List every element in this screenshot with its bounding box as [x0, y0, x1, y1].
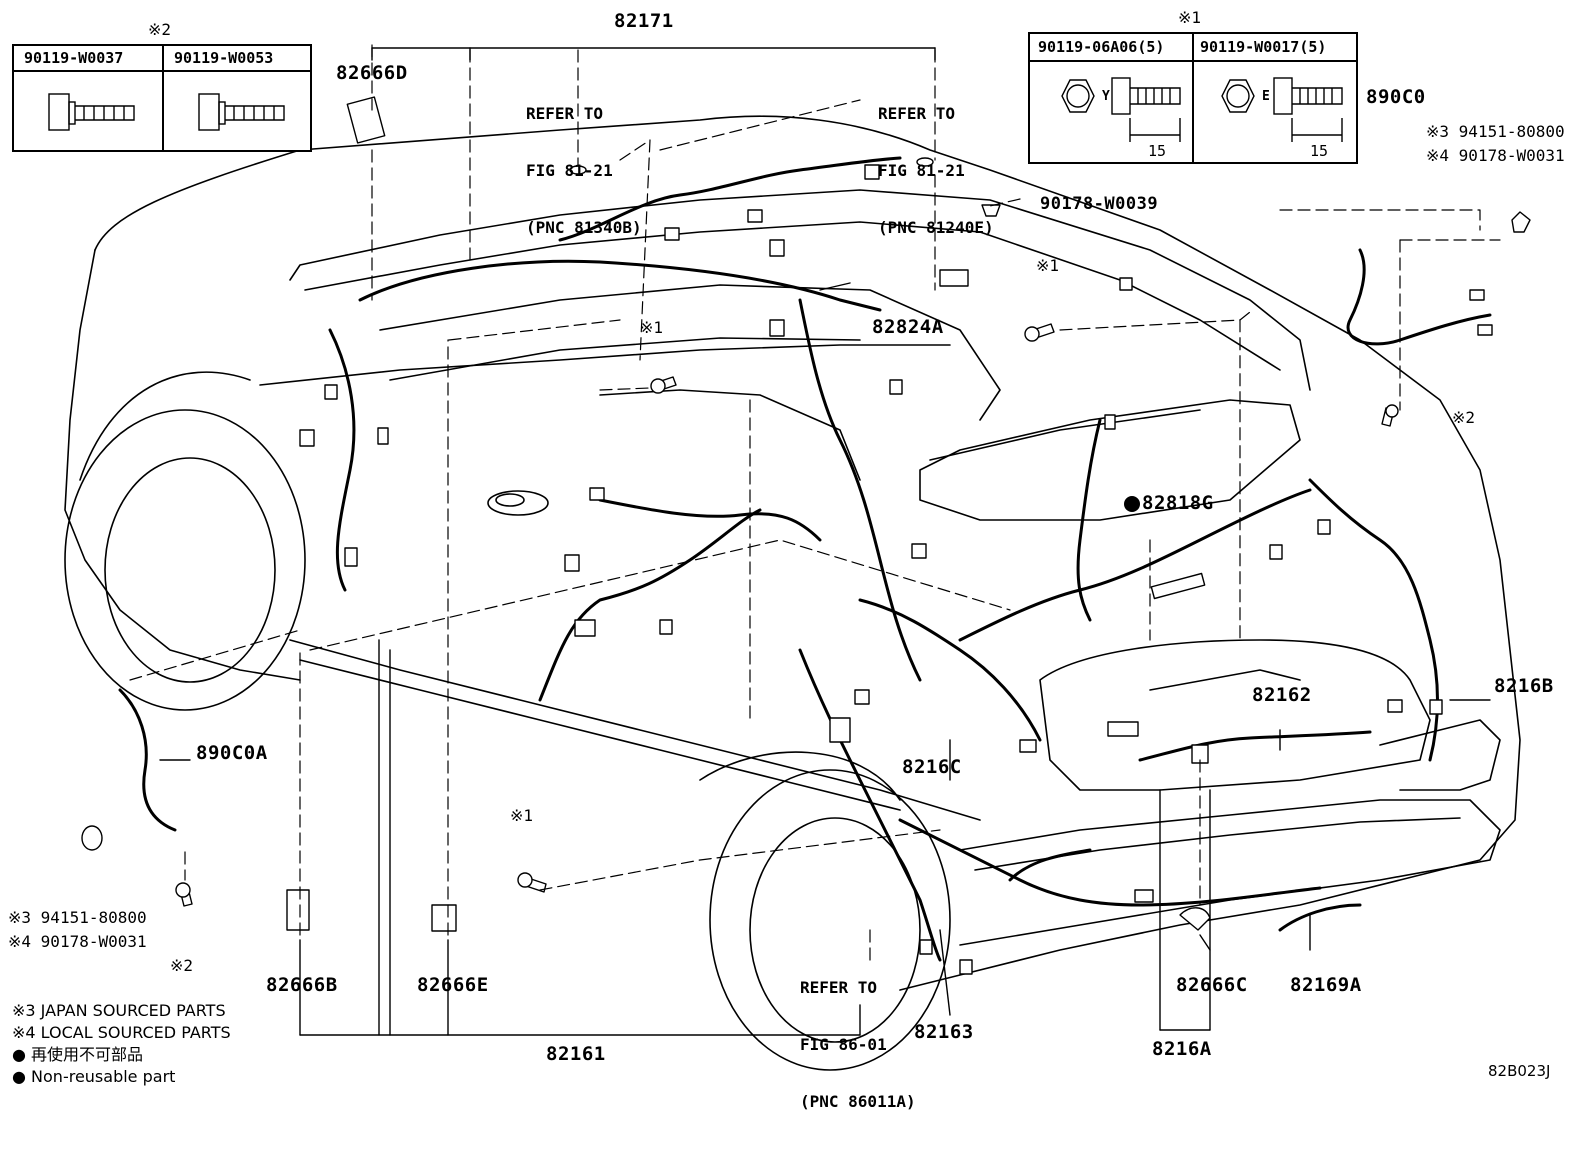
label-82171: 82171	[614, 10, 674, 32]
bolt-right-head-mark-1: Y	[1102, 89, 1110, 104]
legend-local-sourced: ※4 LOCAL SOURCED PARTS	[12, 1023, 231, 1042]
bolt-right-dim-1: 15	[1148, 142, 1167, 160]
label-8216C: 8216C	[902, 756, 962, 778]
legend-non-reusable-jp: ● 再使用不可部品	[12, 1045, 144, 1064]
vehicle-wiring-illustration	[64, 44, 1531, 1071]
bolt-left-part-1: 90119-W0037	[24, 49, 124, 67]
refer-line: REFER TO	[878, 104, 956, 123]
bolt-table-right: 90119-06A06(5) 90119-W0017(5) Y E 15 15	[1028, 32, 1358, 164]
bolt-right-icons	[1061, 77, 1343, 142]
label-82163: 82163	[914, 1021, 974, 1043]
legend-non-reusable-en: ● Non-reusable part	[12, 1067, 176, 1086]
refer-note-86011A: REFER TO FIG 86-01 (PNC 86011A)	[800, 940, 916, 1149]
parts-diagram: ※2 90119-W0037 90119-W0053 ※1 90119-06A0…	[8, 8, 1565, 1112]
bolt-table-left-mark: ※2	[148, 20, 172, 39]
bolt-right-head-mark-2: E	[1262, 89, 1270, 104]
label-890C0A: 890C0A	[196, 742, 268, 764]
refer-line: (PNC 86011A)	[800, 1092, 916, 1111]
non-reusable-dot	[1124, 496, 1140, 512]
mark-4-right: ※4 90178-W0031	[1426, 146, 1565, 165]
bolt-table-right-mark: ※1	[1178, 8, 1202, 27]
mark-3-left: ※3 94151-80800	[8, 908, 147, 927]
bolt-table-left: 90119-W0037 90119-W0053	[12, 44, 312, 152]
mark-1-a: ※1	[1036, 256, 1060, 275]
label-8216A: 8216A	[1152, 1038, 1212, 1060]
mark-2-right: ※2	[1452, 408, 1476, 427]
refer-line: REFER TO	[526, 104, 604, 123]
label-82666E: 82666E	[417, 974, 489, 996]
bolt-left-part-2: 90119-W0053	[174, 49, 274, 67]
refer-line: FIG 86-01	[800, 1035, 887, 1054]
bolt-right-part-2: 90119-W0017(5)	[1200, 38, 1327, 56]
mark-4-left: ※4 90178-W0031	[8, 932, 147, 951]
label-82161: 82161	[546, 1043, 606, 1065]
legend: ※3 JAPAN SOURCED PARTS ※4 LOCAL SOURCED …	[12, 1000, 231, 1088]
refer-line: (PNC 81240E)	[878, 218, 994, 237]
bolt-right-dim-2: 15	[1310, 142, 1329, 160]
mark-1-c: ※1	[510, 806, 534, 825]
bolt-left-icons	[48, 93, 285, 131]
label-82666C: 82666C	[1176, 974, 1248, 996]
legend-japan-sourced: ※3 JAPAN SOURCED PARTS	[12, 1001, 226, 1020]
label-82169A: 82169A	[1290, 974, 1362, 996]
refer-line: FIG 81-21	[526, 161, 613, 180]
label-82162: 82162	[1252, 684, 1312, 706]
label-82666D: 82666D	[336, 62, 408, 84]
label-82824A: 82824A	[872, 316, 944, 338]
label-82666B: 82666B	[266, 974, 338, 996]
refer-note-81240E: REFER TO FIG 81-21 (PNC 81240E)	[878, 66, 994, 275]
mark-3-right: ※3 94151-80800	[1426, 122, 1565, 141]
refer-note-81340B: REFER TO FIG 81-21 (PNC 81340B)	[526, 66, 642, 275]
label-90178-W0039: 90178-W0039	[1040, 194, 1159, 214]
refer-line: (PNC 81340B)	[526, 218, 642, 237]
label-8216B: 8216B	[1494, 675, 1554, 697]
mark-2-left: ※2	[170, 956, 194, 975]
diagram-code: 82B023J	[1488, 1062, 1551, 1080]
label-82818G: 82818G	[1142, 492, 1214, 514]
refer-line: FIG 81-21	[878, 161, 965, 180]
refer-line: REFER TO	[800, 978, 878, 997]
bolt-right-part-1: 90119-06A06(5)	[1038, 38, 1165, 56]
label-890C0: 890C0	[1366, 86, 1426, 108]
mark-1-b: ※1	[640, 318, 664, 337]
